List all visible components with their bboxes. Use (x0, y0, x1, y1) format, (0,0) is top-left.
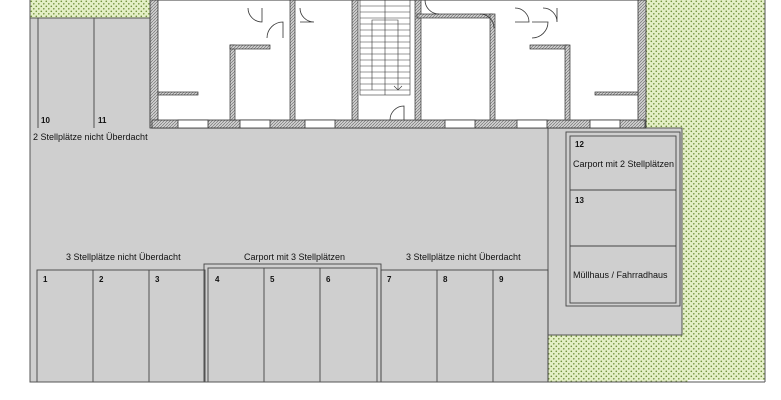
window-1 (177, 119, 209, 129)
space-number-11: 11 (98, 116, 107, 125)
space-number-13: 13 (575, 196, 584, 205)
space-number-4: 4 (215, 275, 220, 284)
space-number-6: 6 (326, 275, 331, 284)
caption-side-carport: Carport mit 2 Stellplätzen (573, 159, 675, 169)
building-wall-right (637, 0, 647, 129)
window-4 (444, 119, 476, 129)
space-number-3: 3 (155, 275, 160, 284)
window-6 (589, 119, 621, 129)
interior-walls (157, 0, 639, 121)
caption-right-group: 3 Stellplätze nicht Überdacht (406, 252, 521, 262)
staircase (359, 0, 411, 96)
caption-left-group: 3 Stellplätze nicht Überdacht (66, 252, 181, 262)
door-swings (247, 0, 558, 121)
lawn-top-right (645, 0, 765, 130)
space-number-2: 2 (99, 275, 104, 284)
parking-top-left (37, 18, 151, 128)
window-3 (304, 119, 336, 129)
lawn-bottom-right (548, 335, 688, 382)
window-2 (239, 119, 271, 129)
window-5 (516, 119, 548, 129)
space-number-7: 7 (387, 275, 392, 284)
space-number-12: 12 (575, 140, 584, 149)
building-wall-left (149, 0, 159, 129)
space-number-9: 9 (499, 275, 504, 284)
space-number-10: 10 (41, 116, 50, 125)
building-outline (151, 0, 646, 129)
space-number-1: 1 (43, 275, 48, 284)
space-number-8: 8 (443, 275, 448, 284)
lawn-right (682, 130, 765, 380)
caption-carport: Carport mit 3 Stellplätzen (244, 252, 346, 262)
building-wall-bottom (151, 119, 646, 129)
caption-top-left-spaces: 2 Stellplätze nicht Überdacht (33, 132, 148, 142)
side-structures (565, 131, 681, 307)
caption-waste-bike-house: Müllhaus / Fahrradhaus (573, 270, 668, 280)
lawn-top-left (30, 0, 152, 18)
space-number-5: 5 (270, 275, 275, 284)
